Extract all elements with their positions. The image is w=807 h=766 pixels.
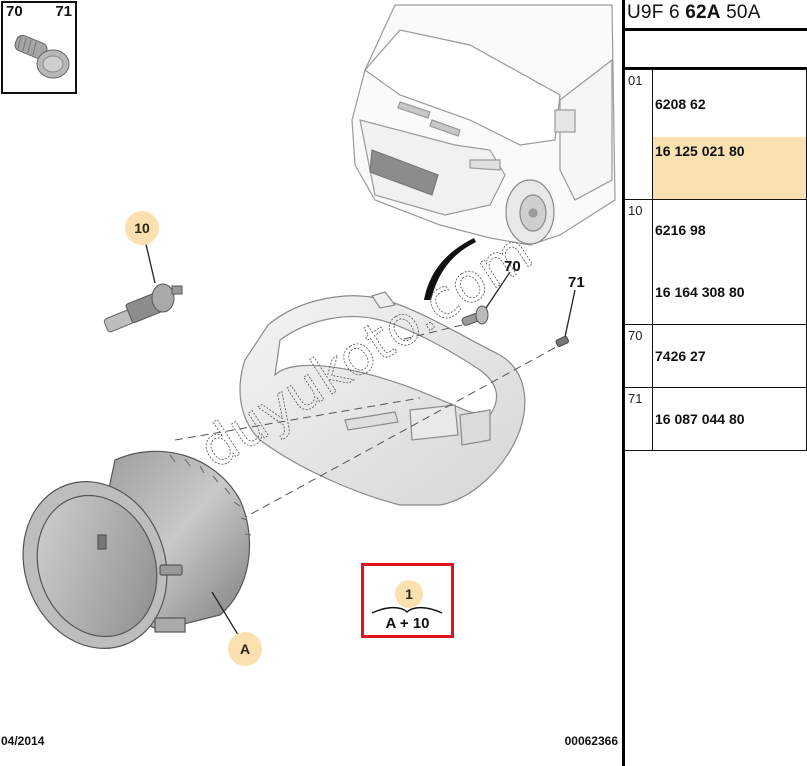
footer-date: 04/2014 (1, 734, 45, 748)
part-reference[interactable]: 16 087 044 80 (653, 388, 806, 450)
part-reference[interactable]: 16 164 308 80 (653, 260, 806, 324)
row-index: 01 (624, 69, 653, 200)
row-refs: 6216 98 16 164 308 80 (652, 199, 807, 325)
assembly-legend: 1 A + 10 (361, 563, 454, 638)
table-row: 01 6208 62 16 125 021 80 (624, 69, 807, 200)
fog-lamp-illustration (22, 450, 252, 649)
screw-70-illustration (461, 271, 511, 326)
diagram-code: U9F 6 62A 50A (627, 2, 761, 24)
part-reference[interactable]: 7426 27 (653, 325, 806, 387)
table-row: 71 16 087 044 80 (624, 387, 807, 451)
screw-icon (14, 34, 70, 79)
bulb-illustration (103, 239, 183, 333)
part-reference-text: 6216 98 (655, 222, 706, 238)
table-row: 10 6216 98 16 164 308 80 (624, 199, 807, 325)
header-rule-top (625, 28, 807, 31)
callout-screw-71: 71 (568, 274, 585, 291)
parts-table: 01 6208 62 16 125 021 80 10 6216 98 16 1… (624, 69, 807, 451)
part-reference[interactable]: 6216 98 (653, 200, 806, 260)
brace-icon (371, 606, 443, 614)
legend-formula: A + 10 (385, 615, 430, 632)
part-reference[interactable]: 6208 62 (653, 70, 806, 137)
panel-divider (622, 0, 625, 766)
row-index: 10 (624, 199, 653, 325)
thumbnail-label-71: 71 (55, 3, 72, 20)
part-reference-text: 16 164 308 80 (655, 284, 745, 300)
footer-drawing-number: 00062366 (564, 734, 618, 748)
thumbnail-label-70: 70 (6, 3, 23, 20)
bracket-illustration (239, 291, 526, 506)
header-rule-bottom (625, 67, 807, 70)
row-refs: 16 087 044 80 (652, 387, 807, 451)
diagram-code-group: 62A (685, 2, 721, 23)
legend-item-number: 1 (395, 580, 423, 608)
screw-71-illustration (555, 289, 576, 348)
fastener-thumbnail: 70 71 (1, 1, 77, 94)
parts-diagram: duyukoto.com 70 71 10 70 71 A 1 A + 10 0… (1, 1, 618, 748)
location-arrow (424, 238, 476, 300)
exploded-view-drawing: duyukoto.com (22, 4, 616, 649)
part-reference-highlighted[interactable]: 16 125 021 80 (653, 137, 806, 199)
row-refs: 7426 27 (652, 324, 807, 388)
table-row: 70 7426 27 (624, 324, 807, 388)
diagram-code-suffix: 50A (720, 2, 761, 23)
callout-fog-lamp: A (228, 632, 262, 666)
part-reference-text: 16 125 021 80 (655, 143, 745, 159)
parts-reference-panel: U9F 6 62A 50A 01 6208 62 16 125 021 80 1… (622, 0, 807, 766)
callout-bulb: 10 (125, 211, 159, 245)
part-reference-text: 16 087 044 80 (655, 411, 745, 427)
row-refs: 6208 62 16 125 021 80 (652, 69, 807, 200)
van-illustration (351, 4, 616, 246)
callout-screw-70: 70 (504, 258, 521, 275)
part-reference-text: 7426 27 (655, 348, 706, 364)
diagram-code-prefix: U9F 6 (627, 2, 686, 23)
part-reference-text: 6208 62 (655, 95, 706, 112)
row-index: 70 (624, 324, 653, 388)
row-index: 71 (624, 387, 653, 451)
